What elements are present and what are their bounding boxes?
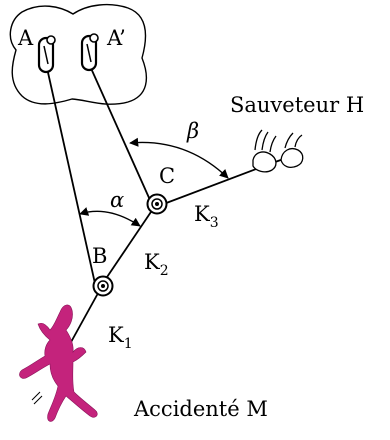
- label-anchor-a-prime: A’: [106, 26, 126, 50]
- carabiner-aprime-icon: [80, 33, 99, 72]
- rope-a-to-b: [46, 67, 97, 289]
- rock-wall: [9, 3, 148, 105]
- label-victim: Accidenté M: [133, 397, 268, 421]
- label-anchor-a: A: [17, 26, 34, 50]
- label-pulley-b: B: [92, 244, 107, 268]
- pulley-c-icon: [146, 193, 168, 215]
- label-rope-k3: K3: [194, 202, 219, 231]
- angle-beta-arc: [129, 137, 229, 179]
- label-rope-k2: K2: [144, 250, 169, 279]
- label-angle-beta: β: [186, 119, 199, 143]
- carabiner-a-icon: [37, 35, 56, 74]
- label-rescuer: Sauveteur H: [230, 93, 364, 117]
- label-pulley-c: C: [159, 164, 175, 188]
- rope-k3: [160, 165, 265, 206]
- pulley-b-icon: [92, 275, 114, 297]
- victim-figure-icon: [19, 304, 98, 422]
- label-rope-k1: K1: [108, 323, 133, 352]
- rope-k2: [102, 202, 158, 284]
- rescuer-hands-icon: [252, 129, 304, 173]
- angle-alpha-arc: [79, 207, 141, 227]
- label-angle-alpha: α: [110, 188, 124, 212]
